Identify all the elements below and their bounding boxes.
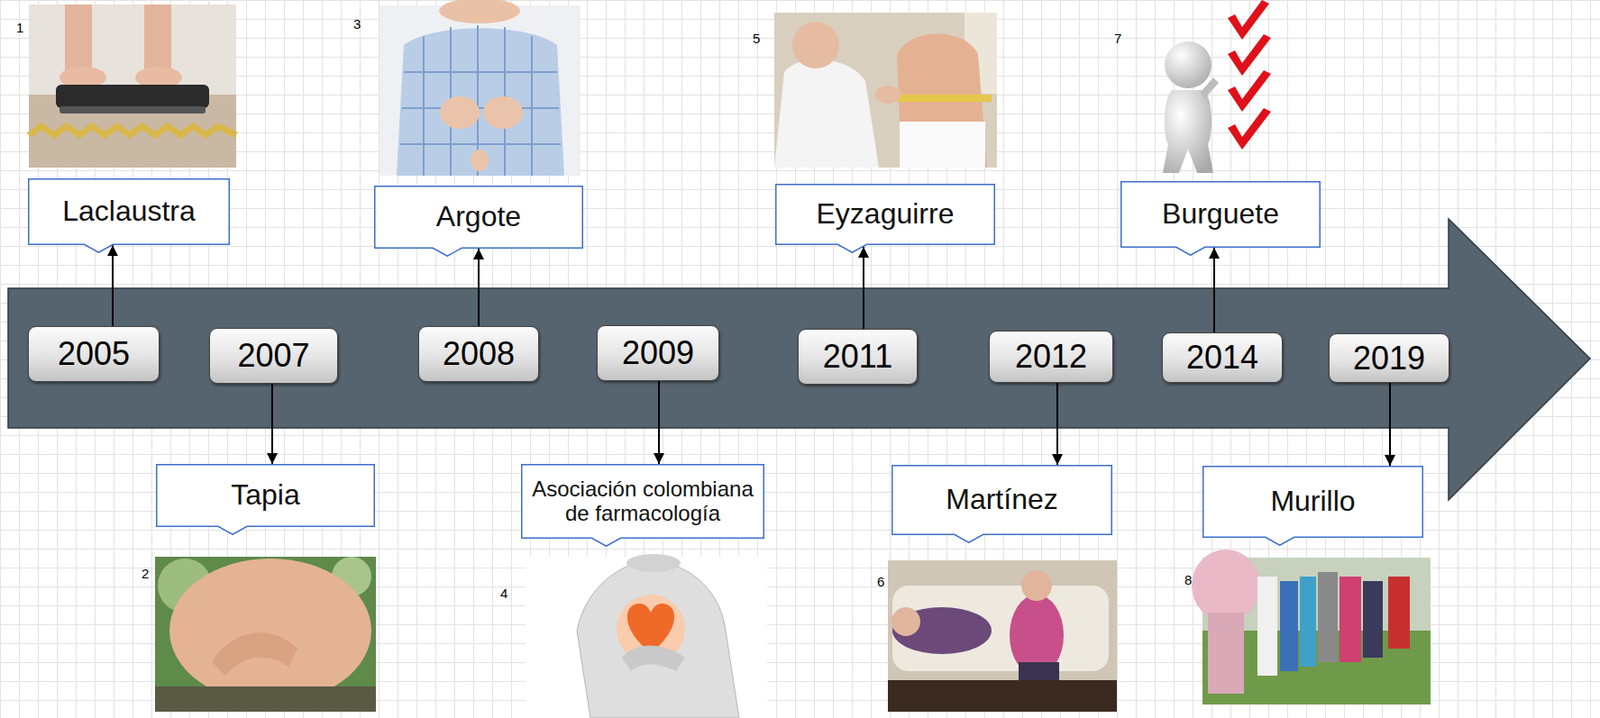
year-box: 2005 <box>27 326 160 383</box>
year-label: 2014 <box>1186 338 1259 377</box>
text-holder: 2019 <box>1329 334 1449 383</box>
author-name: Eyzaguirre <box>816 198 955 231</box>
timeline-connector <box>477 248 480 327</box>
checklist-figure <box>1162 0 1271 174</box>
author-name: Argote <box>436 201 522 234</box>
callout-number: 6 <box>877 574 885 590</box>
year-label: 2008 <box>442 335 515 374</box>
callout-number: 8 <box>1184 572 1192 588</box>
timeline-connector <box>1056 383 1059 466</box>
photo-shirt <box>379 0 581 176</box>
timeline-arrow <box>8 219 1591 501</box>
year-label: 2009 <box>621 334 695 373</box>
callout-number: 3 <box>353 16 361 32</box>
year-label: 2012 <box>1014 338 1088 376</box>
year-box: 2014 <box>1161 332 1283 384</box>
timeline-connector <box>111 245 114 327</box>
year-box: 2019 <box>1328 333 1450 384</box>
text-holder: 2005 <box>28 327 159 382</box>
timeline-connector <box>1213 247 1216 333</box>
text-holder: 2011 <box>798 329 917 384</box>
callout-border <box>156 465 375 536</box>
year-box: 2007 <box>209 328 339 384</box>
photo-scale <box>28 4 237 168</box>
text-holder: 2008 <box>419 327 539 382</box>
text-holder: Burguete <box>1120 181 1321 248</box>
author-name: Murillo <box>1270 485 1355 519</box>
text-holder: Eyzaguirre <box>775 183 996 246</box>
author-name: Martínez <box>945 484 1058 517</box>
text-holder: Asociación colombiana de farmacología <box>521 464 765 540</box>
callout-border <box>1121 182 1321 256</box>
callout-box: Laclaustra <box>27 178 230 254</box>
callout-border <box>1203 466 1424 547</box>
callout-number: 7 <box>1114 30 1122 46</box>
year-box: 2009 <box>596 325 720 382</box>
callout-number: 2 <box>141 566 149 582</box>
photo-belly <box>155 557 376 713</box>
text-holder: 2012 <box>989 331 1113 383</box>
year-label: 2005 <box>57 335 130 374</box>
timeline-connector <box>271 384 274 465</box>
year-label: 2011 <box>822 338 893 376</box>
author-name: Laclaustra <box>62 195 196 229</box>
callout-border <box>521 465 765 548</box>
text-holder: Tapia <box>155 464 375 528</box>
photo-sofa <box>887 560 1117 713</box>
text-holder: Argote <box>374 185 584 249</box>
callout-box: Eyzaguirre <box>775 183 996 254</box>
text-holder: Murillo <box>1202 466 1424 539</box>
text-holder: Laclaustra <box>27 178 230 246</box>
author-name: Asociación colombiana de farmacología <box>530 477 756 527</box>
callout-border <box>776 184 996 254</box>
text-holder: 2009 <box>597 326 719 381</box>
text-holder: 2007 <box>210 329 338 384</box>
author-name: Burguete <box>1161 198 1280 231</box>
callout-box: Tapia <box>155 464 375 536</box>
text-holder: 2014 <box>1162 333 1282 383</box>
callout-number: 1 <box>16 19 24 36</box>
timeline-connector <box>862 246 865 330</box>
callout-box: Asociación colombiana de farmacología <box>521 464 765 548</box>
photo-heart <box>525 554 768 718</box>
callout-border <box>892 466 1113 544</box>
timeline-connector <box>1389 383 1391 467</box>
callout-box: Argote <box>374 185 584 257</box>
year-box: 2012 <box>988 330 1114 384</box>
callout-box: Burguete <box>1120 181 1321 256</box>
year-label: 2019 <box>1353 339 1426 378</box>
text-holder: Martínez <box>891 465 1113 536</box>
photo-group <box>1191 549 1431 705</box>
photo-doctor <box>774 12 997 168</box>
callout-box: Martínez <box>891 465 1113 544</box>
year-box: 2008 <box>418 326 540 383</box>
callout-border <box>28 179 230 254</box>
callout-number: 5 <box>752 30 760 46</box>
timeline-connector <box>658 381 660 465</box>
author-name: Tapia <box>230 479 301 512</box>
year-label: 2007 <box>237 337 310 375</box>
callout-border <box>374 186 584 257</box>
callout-box: Murillo <box>1202 466 1424 547</box>
callout-number: 4 <box>500 585 508 602</box>
year-box: 2011 <box>797 329 918 385</box>
